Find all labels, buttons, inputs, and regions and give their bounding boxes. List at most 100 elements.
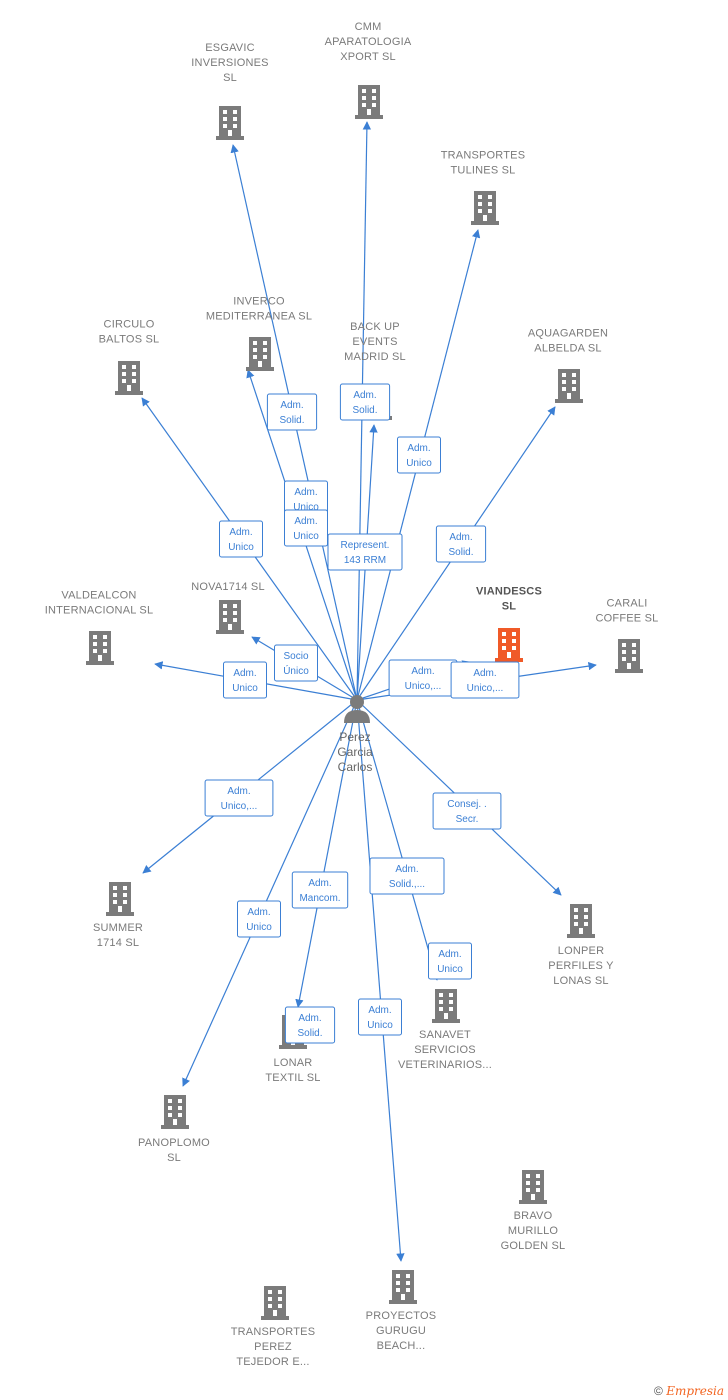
company-label-line: COFFEE SL: [596, 613, 659, 625]
company-label-line: SANAVET: [419, 1029, 471, 1041]
building-icon: [615, 639, 643, 673]
relation-label-aquagarden[interactable]: Adm.Solid.: [435, 525, 487, 563]
relation-label-backup[interactable]: Represent.143 RRM: [327, 533, 403, 571]
person-name-line: Carlos: [338, 760, 373, 774]
company-node-esgavic[interactable]: ESGAVIC INVERSIONES SL: [191, 42, 268, 140]
building-icon: [246, 337, 274, 371]
building-icon: [355, 85, 383, 119]
brand-logo[interactable]: Empresia: [666, 1384, 724, 1398]
relation-label-text: Adm.: [294, 487, 317, 498]
building-icon: [495, 628, 523, 662]
relation-label-text: Solid.: [297, 1028, 322, 1039]
relation-label-box: [428, 942, 472, 980]
relation-label-nova[interactable]: Adm.Unico: [284, 509, 328, 547]
company-label-line: ESGAVIC: [205, 42, 255, 54]
relation-label-sanavet[interactable]: Adm. Unico: [428, 942, 472, 980]
building-icon: [115, 361, 143, 395]
relation-label-gurugu[interactable]: Adm.Unico: [358, 998, 402, 1036]
company-label-line: VALDEALCON: [61, 590, 136, 602]
relation-label-lonper[interactable]: Consej. .Secr.: [432, 792, 502, 830]
relation-label-text: Adm.: [438, 949, 461, 960]
relation-label-carali[interactable]: Adm.Unico,...: [450, 661, 520, 699]
company-node-gurugu[interactable]: PROYECTOSGURUGUBEACH...: [366, 1270, 437, 1352]
relation-label-text: Adm.: [247, 907, 270, 918]
company-label-line: BACK UP: [350, 321, 400, 333]
relation-label-summer[interactable]: Adm.Unico,...: [204, 779, 274, 817]
relation-label-viandescs[interactable]: Adm.Unico,...: [388, 659, 458, 697]
relation-label-text: Adm.: [294, 516, 317, 527]
relation-label-tulines[interactable]: Adm.Unico: [397, 436, 441, 474]
relation-label-lonar[interactable]: Adm.Solid.: [284, 1006, 336, 1044]
company-label-line: ALBELDA SL: [534, 343, 601, 355]
company-node-sanavet[interactable]: SANAVETSERVICIOSVETERINARIOS...: [398, 989, 492, 1071]
edge-sanavet: [356, 699, 439, 981]
relation-label-text: Adm.: [227, 786, 250, 797]
relation-label-box: [397, 436, 441, 474]
company-node-panoplomo[interactable]: PANOPLOMO SL: [138, 1095, 210, 1164]
relation-label-esgavic[interactable]: Adm.Solid.: [266, 393, 318, 431]
company-label-line: TRANSPORTES: [231, 1326, 316, 1338]
company-label-line: LONAS SL: [553, 975, 608, 987]
relation-label-text: Unico: [437, 964, 463, 975]
relation-label-text: Adm.: [308, 878, 331, 889]
building-icon: [86, 631, 114, 665]
relation-label-text: Unico,...: [405, 681, 442, 692]
relation-label-circulo[interactable]: Adm.Unico: [219, 520, 263, 558]
relation-label-text: Unico: [246, 922, 272, 933]
company-node-aquagarden[interactable]: AQUAGARDEN ALBELDA SL: [528, 328, 608, 404]
company-label-line: BALTOS SL: [99, 334, 160, 346]
copyright-symbol: ©: [654, 1384, 663, 1398]
building-icon: [555, 369, 583, 403]
building-icon: [261, 1286, 289, 1320]
company-label-line: TRANSPORTES: [441, 150, 526, 162]
relation-label-text: Adm.: [473, 668, 496, 679]
relation-label-lonar[interactable]: Adm.Mancom.: [291, 871, 349, 909]
relation-label-text: Adm.: [353, 390, 376, 401]
company-label-line: 1714 SL: [97, 937, 139, 949]
relation-label-text: Unico: [367, 1020, 393, 1031]
company-label-line: BEACH...: [377, 1340, 426, 1352]
company-node-nova[interactable]: NOVA1714 SL: [191, 581, 265, 634]
company-label-line: TULINES SL: [451, 165, 516, 177]
company-label-line: INVERCO: [233, 296, 285, 308]
relation-label-text: Adm.: [449, 532, 472, 543]
company-label-line: INVERSIONES: [191, 57, 268, 69]
company-label-line: AQUAGARDEN: [528, 328, 608, 340]
relation-label-valdealcon[interactable]: Adm.Unico: [223, 661, 267, 699]
company-label-line: SL: [223, 72, 237, 84]
company-label-line: SERVICIOS: [414, 1044, 476, 1056]
relation-label-cmm[interactable]: Adm.Solid.: [339, 383, 391, 421]
relation-label-text: Adm.: [229, 527, 252, 538]
building-icon: [432, 989, 460, 1023]
relation-label-box: [327, 533, 403, 571]
company-node-tulines[interactable]: TRANSPORTES TULINES SL: [441, 150, 526, 226]
company-label-line: CARALI: [607, 598, 648, 610]
company-label-line: MURILLO: [508, 1225, 559, 1237]
relation-label-inverco[interactable]: Adm. Unico: [284, 480, 328, 518]
footer: © Empresia: [654, 1384, 724, 1398]
company-node-carali[interactable]: CARALI COFFEE SL: [596, 598, 659, 674]
relation-label-sanavet[interactable]: Adm.Solid.,...: [369, 857, 445, 895]
relation-label-panoplomo[interactable]: Adm. Unico: [237, 900, 281, 938]
company-label-line: PANOPLOMO: [138, 1137, 210, 1149]
company-label-line: NOVA1714 SL: [191, 581, 265, 593]
relation-labels: Adm.Solid.Adm.Solid.Adm.UnicoAdm.UnicoAd…: [204, 383, 520, 1044]
relation-label-box: [291, 871, 349, 909]
company-label-line: SL: [167, 1152, 181, 1164]
person-body-icon: [344, 710, 370, 723]
relation-label-text: Unico: [293, 502, 319, 513]
relation-label-text: Unico: [406, 458, 432, 469]
